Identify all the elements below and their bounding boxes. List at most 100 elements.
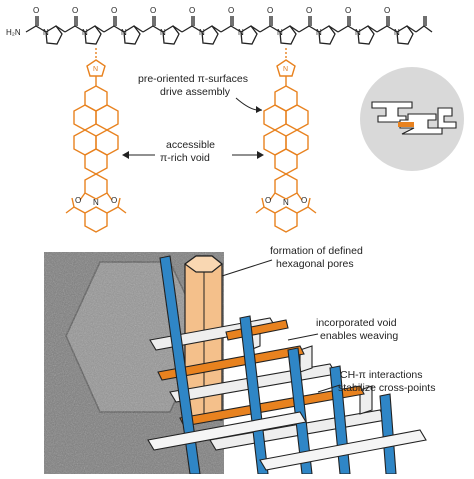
imide-n: N [93,198,99,207]
backbone-bond [152,25,164,33]
right-perylene-monomer: N O O N [255,48,317,233]
h2n-label: H₂N [6,28,21,37]
imide-o-left: O [265,196,271,205]
backbone-bond [133,25,144,33]
backbone-bond [298,25,310,33]
backbone-bond [337,25,349,33]
carbonyl-o: O [150,6,156,15]
backbone-bond [94,25,105,33]
backbone-bond [367,25,378,33]
annotation-preoriented: pre-oriented π-surfaces drive assembly [138,73,263,113]
acetyl-bond [415,25,425,33]
proline-n: N [238,28,244,37]
carbonyl-o: O [267,6,273,15]
backbone-bond [386,25,398,33]
backbone-bond [64,25,76,33]
backbone-bond [74,25,86,33]
backbone-bond [191,25,203,33]
weaving-line2: enables weaving [320,330,398,342]
weaving-line1: incorporated void [316,317,397,329]
proline-ring [396,25,414,45]
backbone-bond [142,25,154,33]
left-perylene-monomer: N O O N [65,48,127,233]
carbonyl-o: O [228,6,234,15]
backbone-bond [347,25,359,33]
triazole-n-label: N [283,66,288,73]
preoriented-line1: pre-oriented π-surfaces [138,73,248,85]
backbone-bond [289,25,300,33]
proline-n: N [394,28,400,37]
annotation-weaving: incorporated void enables weaving [287,317,398,342]
backbone-bond [35,25,47,33]
backbone-bond [172,25,183,33]
proline-ring [357,25,375,45]
proline-n: N [316,28,322,37]
carbonyl-o: O [384,6,390,15]
pores-line1: formation of defined [270,245,363,257]
proline-n: N [160,28,166,37]
carbonyl-o: O [72,6,78,15]
void-arrowhead-left [122,151,129,159]
proline-ring [279,25,297,45]
backbone-bond [25,25,37,33]
pores-leader [221,259,273,277]
proline-ring [201,25,219,45]
perylene-core [73,85,119,201]
proline-n: N [355,28,361,37]
proline-ring [45,25,63,45]
backbone-bond [113,25,125,33]
weaving-leader [287,333,319,341]
proline-ring [162,25,180,45]
acetyl-methyl [423,25,433,33]
imide-n: N [283,198,289,207]
backbone-bond [211,25,222,33]
backbone-bond [308,25,320,33]
preoriented-arrowhead [256,106,262,113]
carbonyl-o: O [33,6,39,15]
backbone-bond [259,25,271,33]
proline-ring [123,25,141,45]
backbone-bond [220,25,232,33]
imide-o-right: O [111,196,117,205]
backbone-bond [406,25,417,33]
proline-ring [240,25,258,45]
imide-o-right: O [301,196,307,205]
backbone-bond [55,25,66,33]
proline-n: N [277,28,283,37]
backbone-bond [181,25,193,33]
void-line1: accessible [166,139,215,151]
annotation-pores: formation of defined hexagonal pores [221,245,363,277]
triazole-n-label: N [93,66,98,73]
proline-ring [318,25,336,45]
annotation-chpi: CH-π interactions stabilize cross-points [317,369,435,394]
proline-n: N [43,28,49,37]
perylene-core [263,85,309,201]
aryl-ring [84,206,108,233]
proline-ring [84,25,102,45]
backbone-bond [269,25,281,33]
proline-n: N [199,28,205,37]
annotation-void: accessible π-rich void [122,139,264,164]
carbonyl-o: O [189,6,195,15]
backbone-bond [328,25,339,33]
assembly-schematic-circle [360,67,464,171]
pores-line2: hexagonal pores [276,258,354,270]
carbonyl-o: O [111,6,117,15]
proline-n: N [121,28,127,37]
backbone-bond [103,25,115,33]
aryl-ring [274,206,298,233]
chpi-leader [317,384,341,393]
carbonyl-o: O [306,6,312,15]
chpi-line2: stabilize cross-points [338,382,435,394]
void-arrowhead-right [257,151,264,159]
woven-framework-illustration [147,255,427,475]
backbone-bond [376,25,388,33]
backbone-bond [230,25,242,33]
carbonyl-o: O [345,6,351,15]
backbone-bond [250,25,261,33]
preoriented-line2: drive assembly [160,86,231,98]
chpi-line1: CH-π interactions [340,369,423,381]
